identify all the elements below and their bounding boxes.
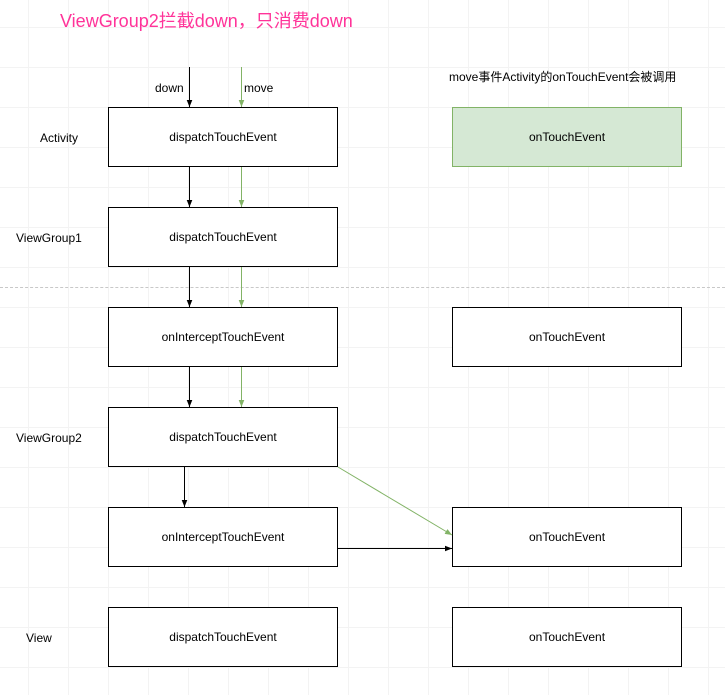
activity-dispatch-text: dispatchTouchEvent: [169, 130, 277, 144]
layer-label-view: View: [26, 631, 52, 645]
diagram-title: ViewGroup2拦截down，只消费down: [60, 11, 353, 31]
viewgroup1-touch-text: onTouchEvent: [528, 330, 606, 344]
viewgroup1-intercept-box: onInterceptTouchEvent: [108, 307, 338, 367]
view-touch-text: onTouchEvent: [528, 630, 606, 644]
view-dispatch-text: dispatchTouchEvent: [169, 630, 277, 644]
viewgroup1-dispatch-box: dispatchTouchEvent: [108, 207, 338, 267]
viewgroup2-dispatch-box: dispatchTouchEvent: [108, 407, 338, 467]
viewgroup1-intercept-text: onInterceptTouchEvent: [161, 330, 285, 344]
layer-label-viewgroup1: ViewGroup1: [16, 231, 82, 245]
layer-label-viewgroup2: ViewGroup2: [16, 431, 82, 445]
view-dispatch-box: dispatchTouchEvent: [108, 607, 338, 667]
viewgroup1-dispatch-text: dispatchTouchEvent: [169, 230, 277, 244]
view-touch-box: onTouchEvent: [452, 607, 682, 667]
down-arrow-label: down: [155, 81, 184, 95]
dashed-divider: [0, 287, 725, 288]
move-arrow-to-viewgroup2-touch: [337, 466, 453, 536]
viewgroup2-intercept-box: onInterceptTouchEvent: [108, 507, 338, 567]
move-note: move事件Activity的onTouchEvent会被调用: [449, 70, 677, 84]
activity-touch-text: onTouchEvent: [528, 130, 606, 144]
move-arrow-label: move: [244, 81, 274, 95]
activity-touch-box: onTouchEvent: [452, 107, 682, 167]
layer-label-activity: Activity: [40, 131, 79, 145]
viewgroup2-touch-text: onTouchEvent: [528, 530, 606, 544]
viewgroup2-dispatch-text: dispatchTouchEvent: [169, 430, 277, 444]
viewgroup1-touch-box: onTouchEvent: [452, 307, 682, 367]
activity-dispatch-box: dispatchTouchEvent: [108, 107, 338, 167]
viewgroup2-intercept-text: onInterceptTouchEvent: [161, 530, 285, 544]
viewgroup2-touch-box: onTouchEvent: [452, 507, 682, 567]
